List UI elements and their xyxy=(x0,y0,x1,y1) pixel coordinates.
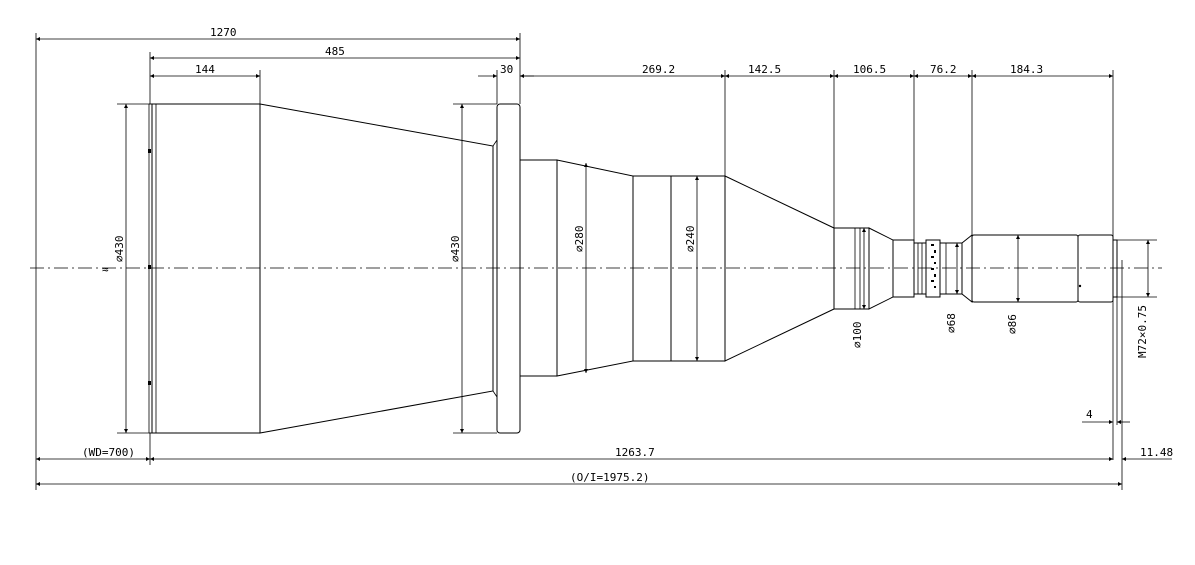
svg-text:≈: ≈ xyxy=(102,263,109,276)
dia-flange-430: ⌀430 xyxy=(449,236,462,263)
dim-76-2: 76.2 xyxy=(930,63,957,76)
focus-scale xyxy=(931,244,936,288)
dim-oi: (O/I=1975.2) xyxy=(570,471,649,484)
dia-68: ⌀68 xyxy=(945,313,958,333)
front-hood xyxy=(151,103,261,434)
dim-269-2: 269.2 xyxy=(642,63,675,76)
dim-485: 485 xyxy=(325,45,345,58)
body-240 xyxy=(670,175,726,362)
front-cone xyxy=(259,103,494,434)
dim-1270: 1270 xyxy=(210,26,237,39)
dia-100: ⌀100 xyxy=(851,322,864,349)
extension-lines xyxy=(35,33,1157,490)
dim-wd: (WD=700) xyxy=(82,446,135,459)
dim-1263-7: 1263.7 xyxy=(615,446,655,459)
dim-4: 4 xyxy=(1086,408,1093,421)
flange xyxy=(496,103,521,434)
rear-cone xyxy=(724,175,835,362)
dim-106-5: 106.5 xyxy=(853,63,886,76)
dia-front-430: ⌀430 xyxy=(113,236,126,263)
dim-144: 144 xyxy=(195,63,215,76)
dia-280: ⌀280 xyxy=(573,226,586,253)
body-86 xyxy=(971,234,1079,303)
thread-m72: M72×0.75 xyxy=(1136,305,1149,358)
dim-11-48: 11.48 xyxy=(1140,446,1173,459)
dim-142-5: 142.5 xyxy=(748,63,781,76)
dim-30: 30 xyxy=(500,63,513,76)
dia-86: ⌀86 xyxy=(1006,314,1019,334)
lens-body xyxy=(148,103,1118,434)
dia-240: ⌀240 xyxy=(684,226,697,253)
dim-184-3: 184.3 xyxy=(1010,63,1043,76)
